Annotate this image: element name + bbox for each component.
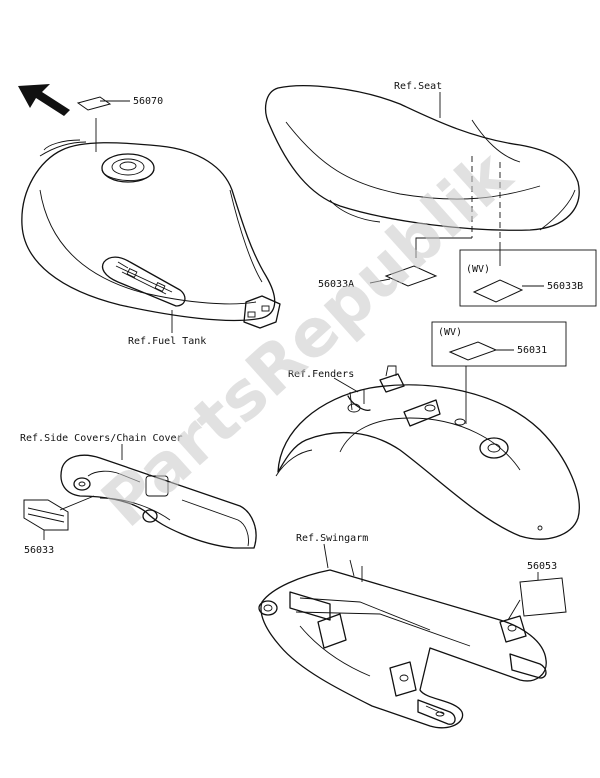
label-ref-fuel-tank: Ref.Fuel Tank bbox=[128, 336, 206, 347]
decal-56033b bbox=[472, 279, 524, 303]
label-56033a: 56033A bbox=[318, 279, 354, 290]
label-ref-fenders: Ref.Fenders bbox=[288, 369, 354, 380]
swingarm bbox=[258, 559, 547, 729]
label-56033: 56033 bbox=[24, 545, 54, 556]
label-ref-seat: Ref.Seat bbox=[394, 81, 442, 92]
label-ref-side-covers: Ref.Side Covers/Chain Cover bbox=[20, 433, 183, 444]
seat bbox=[264, 85, 580, 231]
decal-56070 bbox=[76, 96, 112, 111]
label-56031: 56031 bbox=[517, 345, 547, 356]
label-56053: 56053 bbox=[527, 561, 557, 572]
decal-56031 bbox=[448, 341, 498, 361]
direction-arrow-icon bbox=[18, 84, 70, 116]
decal-56033a bbox=[384, 265, 438, 287]
label-56070: 56070 bbox=[133, 96, 163, 107]
wv-box-56033b bbox=[459, 249, 597, 307]
label-wv-2: (WV) bbox=[438, 327, 462, 338]
wv-box-56031 bbox=[431, 321, 567, 367]
label-ref-swingarm: Ref.Swingarm bbox=[296, 533, 368, 544]
label-wv-1: (WV) bbox=[466, 264, 490, 275]
decal-56053 bbox=[519, 577, 567, 617]
label-56033b: 56033B bbox=[547, 281, 583, 292]
fuel-tank bbox=[21, 139, 281, 329]
rear-fender bbox=[275, 365, 580, 540]
decal-56033 bbox=[23, 499, 69, 531]
chain-cover bbox=[60, 454, 257, 549]
